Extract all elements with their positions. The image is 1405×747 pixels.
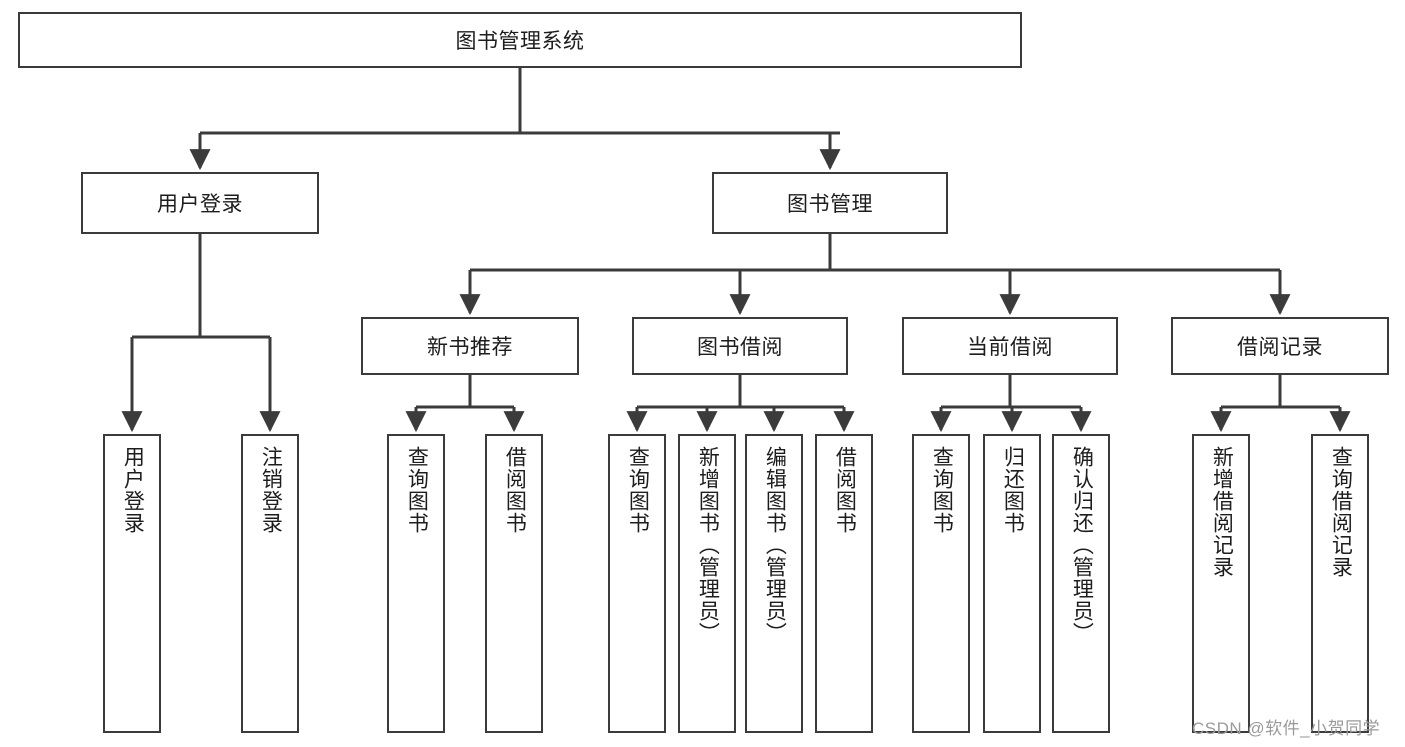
leaf-node[interactable]: 借阅图书	[815, 434, 873, 733]
leaf-node[interactable]: 用户登录	[103, 434, 161, 733]
node-current-borrow[interactable]: 当前借阅	[902, 317, 1118, 375]
leaf-node[interactable]: 查询图书	[387, 434, 445, 733]
leaf-node[interactable]: 查询图书	[608, 434, 666, 733]
node-user-login[interactable]: 用户登录	[81, 172, 319, 234]
leaf-label: 编辑图书（管理员）	[763, 446, 787, 644]
leaf-label: 借阅图书	[833, 446, 857, 534]
node-root[interactable]: 图书管理系统	[18, 12, 1022, 68]
leaf-node[interactable]: 确认归还（管理员）	[1052, 434, 1110, 733]
leaf-label: 新增图书（管理员）	[696, 446, 720, 644]
leaf-node[interactable]: 归还图书	[983, 434, 1041, 733]
leaf-node[interactable]: 注销登录	[241, 434, 299, 733]
leaf-label: 用户登录	[121, 446, 145, 534]
leaf-label: 查询借阅记录	[1329, 446, 1353, 578]
leaf-label: 查询图书	[626, 446, 650, 534]
leaf-node[interactable]: 新增借阅记录	[1192, 434, 1250, 733]
leaf-node[interactable]: 新增图书（管理员）	[678, 434, 736, 733]
node-book-borrow[interactable]: 图书借阅	[632, 317, 848, 375]
leaf-node[interactable]: 查询图书	[912, 434, 970, 733]
leaf-label: 查询图书	[405, 446, 429, 534]
node-book-management[interactable]: 图书管理	[712, 172, 948, 234]
node-new-book-recommend[interactable]: 新书推荐	[361, 317, 579, 375]
leaf-node[interactable]: 借阅图书	[485, 434, 543, 733]
csdn-watermark: CSDN @软件_小贺同学	[1192, 719, 1381, 738]
leaf-node[interactable]: 查询借阅记录	[1311, 434, 1369, 733]
node-borrow-record[interactable]: 借阅记录	[1171, 317, 1389, 375]
leaf-label: 借阅图书	[503, 446, 527, 534]
leaf-label: 注销登录	[259, 446, 283, 534]
leaf-node[interactable]: 编辑图书（管理员）	[745, 434, 803, 733]
leaf-label: 新增借阅记录	[1210, 446, 1234, 578]
leaf-label: 确认归还（管理员）	[1070, 446, 1094, 644]
leaf-label: 查询图书	[930, 446, 954, 534]
leaf-label: 归还图书	[1001, 446, 1025, 534]
